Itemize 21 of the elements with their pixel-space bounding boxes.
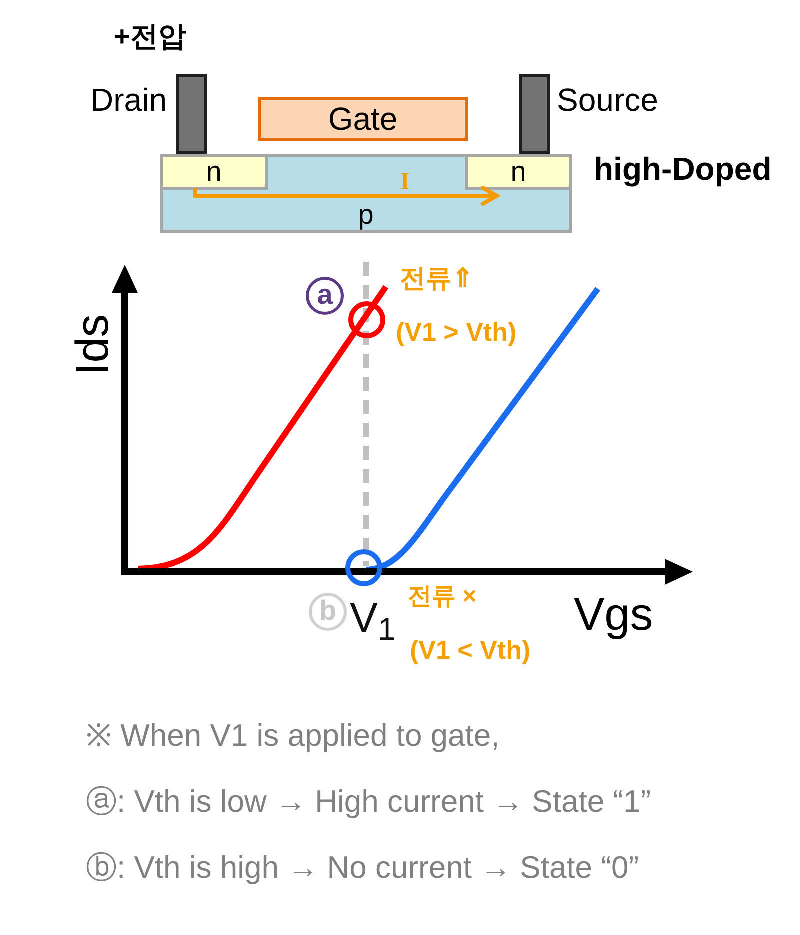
electrode-label: Drain xyxy=(90,82,167,118)
current-arrow xyxy=(193,186,499,206)
doped-region: n xyxy=(465,154,572,190)
annotation-text: 전류 × xyxy=(408,582,477,612)
axis-label: Ids xyxy=(67,314,117,376)
note-text: ⓑ: Vth is high → No current → State “0” xyxy=(86,849,640,887)
note-text: ※ When V1 is applied to gate, xyxy=(86,717,500,755)
annotation-text: (V1 < Vth) xyxy=(410,634,531,666)
axis-label: Vgs xyxy=(574,588,654,640)
tick-label: V$_{1}$ xyxy=(350,594,396,642)
note-text: ⓐ: Vth is low → High current → State “1” xyxy=(86,783,652,821)
annotation-text: high-Doped xyxy=(594,150,772,188)
annotation-text: 전류⇑ xyxy=(400,262,474,294)
doped-region: n xyxy=(160,154,268,190)
annotation-text: (V1 > Vth) xyxy=(396,316,517,348)
electrode-label: Source xyxy=(557,82,658,118)
gate-box: Gate xyxy=(258,97,468,141)
substrate-region xyxy=(160,154,572,233)
annotation-text: +전압 xyxy=(114,20,186,54)
region-label: p xyxy=(358,201,374,229)
circled-label: a xyxy=(306,277,344,315)
